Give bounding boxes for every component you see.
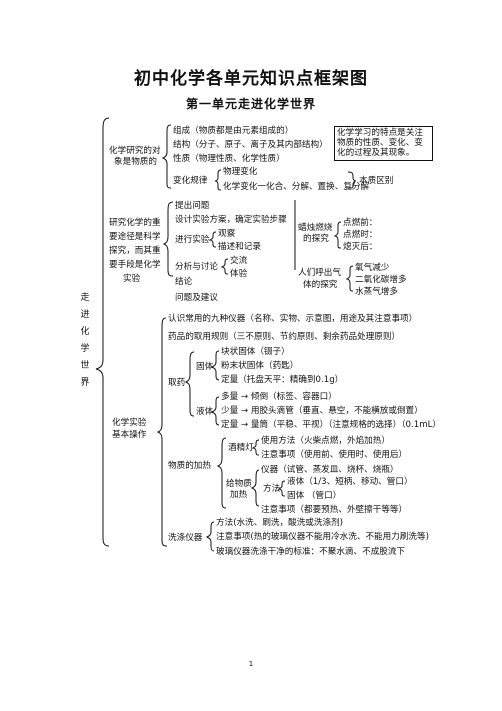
s2-label-line3: 探究，而其重: [109, 246, 161, 256]
s3-liquid: 液体: [196, 407, 214, 417]
s3-method: 方法: [263, 484, 281, 494]
s2-label-line5: 实验: [123, 274, 141, 284]
page-number: 1: [248, 660, 254, 668]
s1-label-line2: 象是物质的: [114, 157, 157, 167]
s2-candle-during: 点燃时：: [343, 230, 378, 240]
s2-candle-before: 点燃前：: [343, 218, 378, 228]
s2-co2: 二氧化碳增多: [355, 275, 407, 285]
s2-step-suggestion: 问题及建议: [175, 293, 218, 303]
s3-heat-instruments: 仪器（试管、蒸发皿、烧杯、烧瓶）: [261, 465, 399, 475]
s1-note-line3: 化的过程及其现象。: [337, 148, 415, 158]
s3-lamp-usage: 使用方法（火柴点燃，外焰加热）: [261, 436, 390, 446]
s2-exchange: 交流: [230, 256, 248, 266]
s2-step-experiment: 进行实验: [175, 235, 210, 245]
s3-label-line1: 化学实验: [112, 418, 147, 428]
s2-label-line1: 研究化学的重: [109, 218, 161, 228]
s3-lamp-notes: 注意事项（使用前、使用时、使用后）: [261, 450, 408, 460]
s1-note-line2: 物质的性质、变化、变: [337, 138, 423, 148]
s3-heat-notes: 注意事项（都要预热、外壁擦干等等）: [261, 505, 408, 515]
s2-vapor: 水蒸气增多: [355, 287, 398, 297]
s1-essential-difference: 本质区别: [359, 176, 394, 186]
s3-give-heat-line2: 加热: [230, 490, 248, 500]
s3-wash-method: 方法(水洗、刷洗，酸洗或洗涤剂): [216, 518, 344, 528]
s2-breath-line2: 体的探究: [303, 280, 338, 290]
s3-liquid-quantity: 定量 → 量筒（平稳、平视）（注意规格的选择）（0.1mL）: [221, 420, 441, 430]
s3-liquid-large: 多量 → 倾倒（标签、容器口）: [221, 392, 337, 402]
s2-record: 描述和记录: [218, 242, 261, 252]
s2-step-question: 提出问题: [175, 201, 210, 211]
s3-method-liquid: 液体（1/3、短柄、移动、管口）: [287, 477, 413, 487]
s2-candle-line2: 的探究: [303, 234, 329, 244]
s1-label-line1: 化学研究的对: [109, 146, 161, 156]
s2-step-conclusion: 结论: [175, 277, 193, 287]
s3-solid-block: 块状固体（镊子）: [221, 347, 290, 357]
root-label: 走进化学世界: [80, 293, 90, 388]
s3-method-solid: 固体 （管口）: [287, 491, 342, 501]
s3-solid-quantity: 定量（托盘天平：精确到0.1g）: [221, 375, 344, 385]
s3-liquid-small: 少量 → 用胶头滴管（垂直、悬空，不能横放或倒置）: [221, 406, 423, 416]
s3-wash-standard: 玻璃仪器洗涤干净的标准：不聚水滴、不成股流下: [216, 547, 406, 557]
s2-label-line2: 要途径是科学: [109, 232, 161, 242]
s3-solid: 固体: [196, 362, 214, 372]
unit-title: 第一单元走进化学世界: [185, 97, 316, 111]
s3-heating: 物质的加热: [168, 461, 211, 471]
s3-give-heat-line1: 给物质: [226, 479, 252, 489]
s1-item-properties: 性质（物理性质、化学性质）: [173, 154, 285, 164]
s2-observe: 观察: [218, 229, 236, 239]
s1-chemical-change: 化学变化一化合、分解、置换、复分解: [223, 182, 370, 192]
s2-experience: 体验: [230, 269, 248, 279]
s1-note-box: 化学学习的特点是关注 物质的性质、变化、变 化的过程及其现象。: [334, 126, 433, 161]
s2-step-design: 设计实验方案，确定实验步骤: [175, 215, 287, 225]
s1-note-line1: 化学学习的特点是关注: [337, 128, 423, 138]
s1-item-rules: 变化规律: [173, 176, 208, 186]
s2-candle-line1: 蜡烛燃烧: [298, 223, 333, 233]
s2-step-analysis: 分析与讨论: [175, 262, 218, 272]
s2-oxygen: 氧气减少: [355, 263, 390, 273]
s3-wash-notes: 注意事项(热的玻璃仪器不能用冷水洗、不能用力刷洗等): [216, 532, 429, 542]
s3-take-drug: 取药: [168, 378, 186, 388]
s2-breath-line1: 人们呼出气: [298, 268, 341, 278]
s3-wash: 洗涤仪器: [168, 533, 203, 543]
s3-instruments: 认识常用的九种仪器（名称、实物、示意图，用途及其注意事项）: [168, 314, 418, 324]
s3-label-line2: 基本操作: [112, 430, 147, 440]
s3-drug-rules: 药品的取用规则（三不原则、节约原则、剩余药品处理原则）: [168, 332, 401, 342]
s1-item-composition: 组成（物质都是由元素组成的）: [173, 126, 294, 136]
s3-solid-powder: 粉末状固体（药匙）: [221, 361, 299, 371]
s3-lamp: 酒精灯: [228, 443, 254, 453]
page-title: 初中化学各单元知识点框架图: [134, 69, 368, 89]
s1-item-structure: 结构（分子、原子、离子及其内部结构）: [173, 140, 328, 150]
s2-label-line4: 要手段是化学: [109, 260, 161, 270]
s2-candle-after: 熄灭后：: [343, 242, 378, 252]
s1-physical-change: 物理变化: [223, 167, 258, 177]
